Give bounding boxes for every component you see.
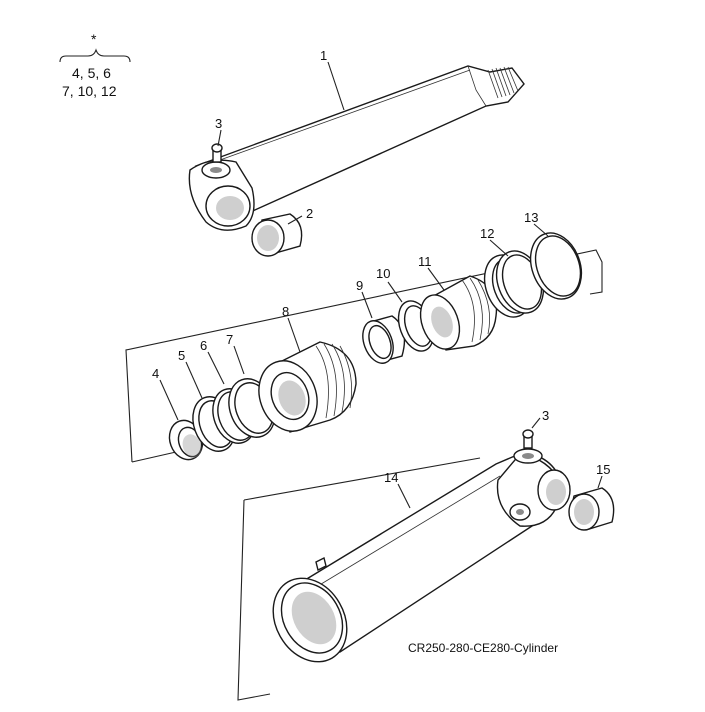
diagram-caption: CR250-280-CE280-Cylinder <box>408 641 558 655</box>
part-2-bushing <box>251 213 303 257</box>
part-8-gland <box>258 341 357 433</box>
piston-panel-outline <box>125 249 603 463</box>
callout-7: 7 <box>226 332 233 347</box>
callout-2: 2 <box>306 206 313 221</box>
callout-8: 8 <box>282 304 289 319</box>
callout-6: 6 <box>200 338 207 353</box>
callout-15: 15 <box>596 462 610 477</box>
callout-1: 1 <box>320 48 327 63</box>
barrel-panel-outline <box>237 457 481 701</box>
legend-star: * <box>91 31 97 47</box>
callout-13: 13 <box>524 210 538 225</box>
legend-line-1: 4, 5, 6 <box>72 65 111 81</box>
leader-lines <box>159 61 603 509</box>
callout-14: 14 <box>384 470 398 485</box>
part-11-piston <box>419 275 498 351</box>
callout-9: 9 <box>356 278 363 293</box>
part-14-barrel <box>272 448 571 663</box>
legend-brace <box>59 48 131 63</box>
callout-3-bottom: 3 <box>542 408 549 423</box>
part-4-ring <box>168 419 204 461</box>
callout-12: 12 <box>480 226 494 241</box>
part-1-rod <box>188 65 525 231</box>
callout-11: 11 <box>418 254 432 269</box>
rod-threads <box>487 66 519 99</box>
part-3-grease-fitting-bottom <box>522 429 534 449</box>
part-9-ring <box>362 315 406 364</box>
callouts: 1 2 3 4 5 6 7 8 9 10 11 12 13 14 3 15 <box>152 48 610 485</box>
callout-10: 10 <box>376 266 390 281</box>
part-13-ring <box>529 232 583 300</box>
part-3-grease-fitting-top <box>211 143 223 163</box>
part-15-bushing <box>568 487 615 531</box>
callout-3-top: 3 <box>215 116 222 131</box>
callout-5: 5 <box>178 348 185 363</box>
legend: * 4, 5, 6 7, 10, 12 <box>59 31 131 99</box>
callout-4: 4 <box>152 366 159 381</box>
legend-line-2: 7, 10, 12 <box>62 83 117 99</box>
